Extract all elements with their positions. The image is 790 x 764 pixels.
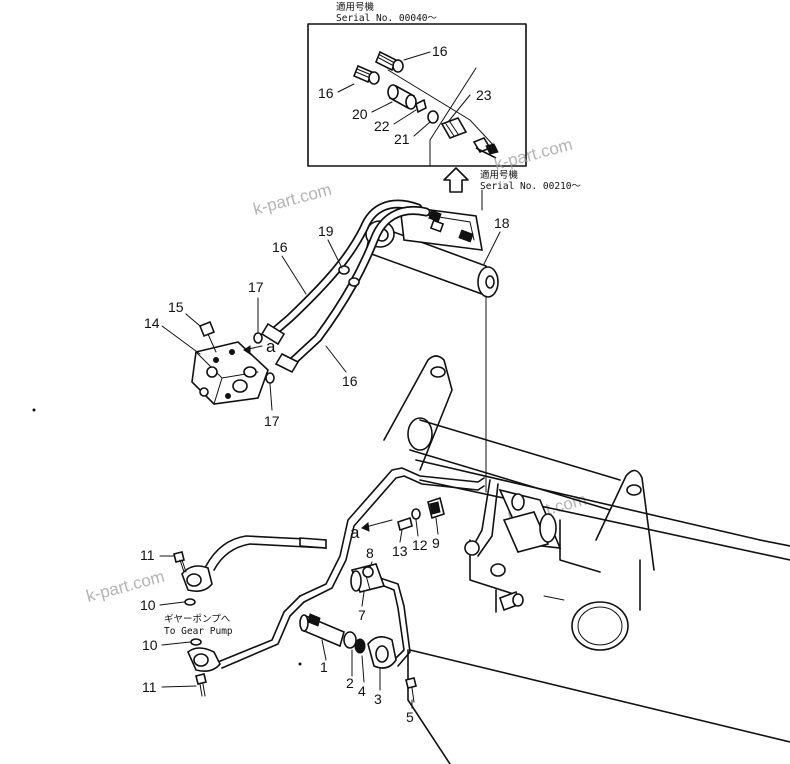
inset-fitting-16-top <box>374 50 404 73</box>
valve-block-14 <box>191 341 269 405</box>
callout-inset-16-left: 16 <box>318 85 334 101</box>
inset-fitting-16-left <box>352 64 380 85</box>
callout-inset-20: 20 <box>352 106 368 122</box>
callout-inset-22: 22 <box>374 118 390 134</box>
flange-lower <box>187 647 221 672</box>
inset-guide-line-2 <box>429 67 477 167</box>
inset-guide-line <box>387 69 497 149</box>
inset-leader-23 <box>447 94 471 123</box>
callout-18: 18 <box>494 215 510 231</box>
callout-inset-23: 23 <box>476 87 492 103</box>
oring-12 <box>411 508 421 520</box>
oring-10-upper <box>184 598 196 606</box>
callout-16-upper: 16 <box>272 239 288 255</box>
callout-16-lower: 16 <box>342 373 358 389</box>
pump-note-jp: ギヤーポンプへ <box>164 614 231 625</box>
fitting-9 <box>427 496 445 520</box>
callout-1: 1 <box>320 659 328 675</box>
inset-detail: 適用号機 Serial No. 00040～ <box>307 1 527 167</box>
callout-inset-21: 21 <box>394 131 410 147</box>
callout-19: 19 <box>318 223 334 239</box>
callout-10-upper: 10 <box>140 597 156 613</box>
pipe-assembly <box>205 467 485 669</box>
watermark-1: k-part.com <box>251 180 333 219</box>
callout-7: 7 <box>358 607 366 623</box>
fitting-7 <box>350 563 386 593</box>
callout-15: 15 <box>168 299 184 315</box>
oring-17-lower <box>265 372 275 384</box>
bolt-11-lower <box>195 673 207 697</box>
callout-17-lower: 17 <box>264 413 280 429</box>
bolt-11-upper <box>173 551 187 573</box>
machine-frame <box>383 355 790 764</box>
view-a-label-lower: a <box>350 523 360 542</box>
callout-10-lower: 10 <box>142 637 158 653</box>
oring-10-lower <box>190 638 202 646</box>
inset-note-jp: 適用号機 <box>336 1 375 13</box>
callout-11-upper: 11 <box>140 547 155 563</box>
inset-adapter-20 <box>387 84 417 110</box>
inset-oring-21 <box>427 110 439 124</box>
hoses <box>260 199 431 374</box>
inset-frame <box>307 23 527 167</box>
view-a-label-upper: a <box>266 337 276 356</box>
inset-plug-22 <box>415 98 427 114</box>
callout-3: 3 <box>374 691 382 707</box>
inset-valve-23 <box>440 117 468 139</box>
oring-17-upper <box>253 332 263 344</box>
callout-14: 14 <box>144 315 160 331</box>
tube-1 <box>299 613 345 648</box>
oring-2 <box>343 631 357 649</box>
dot-mark-2 <box>32 408 36 412</box>
callout-9: 9 <box>432 535 440 551</box>
pump-note-en: To Gear Pump <box>164 626 233 637</box>
dot-mark <box>298 662 302 666</box>
fitting-8 <box>362 566 374 578</box>
up-arrow-icon <box>443 167 469 193</box>
flange-3 <box>367 636 397 669</box>
inset-note-serial: Serial No. 00040～ <box>336 13 438 24</box>
callout-12: 12 <box>412 537 428 553</box>
main-note-jp: 適用号機 <box>480 169 519 181</box>
callout-2: 2 <box>346 675 354 691</box>
washer-4 <box>354 638 366 654</box>
callout-4: 4 <box>358 683 366 699</box>
watermark-2: k-part.com <box>492 135 574 174</box>
callout-inset-16-top: 16 <box>432 43 448 59</box>
callout-5: 5 <box>406 709 414 725</box>
callout-17-upper: 17 <box>248 279 264 295</box>
inset-fittings-bottom <box>472 137 499 159</box>
bolt-15 <box>198 320 217 353</box>
callout-13: 13 <box>392 543 408 559</box>
callout-8: 8 <box>366 545 374 561</box>
bolt-5 <box>405 677 417 703</box>
main-note-serial: Serial No. 00210～ <box>480 181 582 192</box>
callout-11-lower: 11 <box>142 679 157 695</box>
plug-13 <box>397 516 413 532</box>
flange-upper <box>181 565 213 592</box>
